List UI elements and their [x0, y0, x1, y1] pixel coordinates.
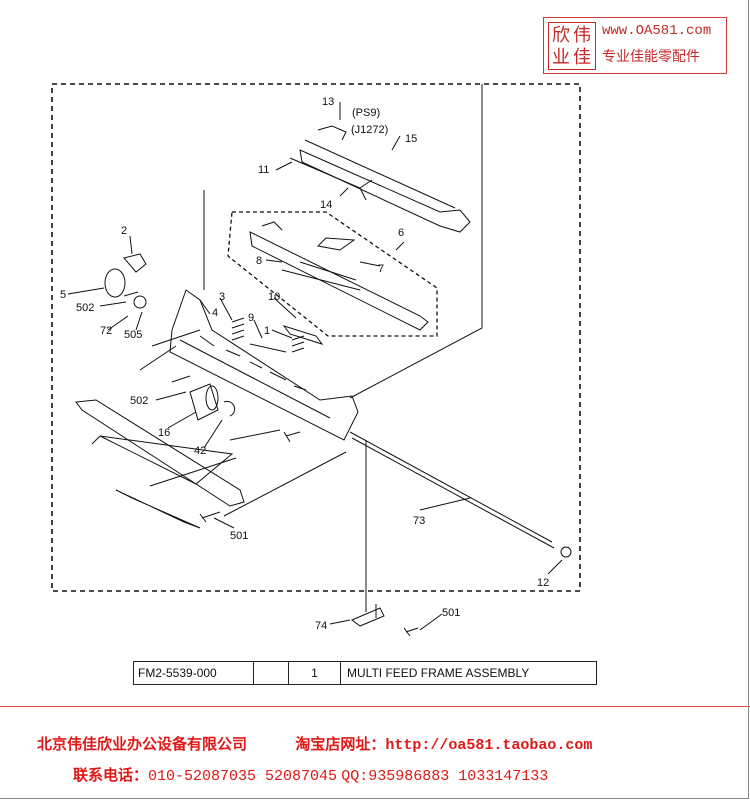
callout-15: 15: [405, 133, 417, 145]
assembly-boundary: [51, 83, 581, 592]
callout-16: 16: [158, 427, 170, 439]
part-42-clip: [223, 400, 236, 417]
part-16-roller: [189, 383, 219, 421]
callout-7: 7: [378, 263, 384, 275]
part-1-spring: [291, 335, 305, 353]
seal-char-4: 佳: [573, 47, 591, 67]
logo-tagline: 专业佳能零配件: [602, 48, 700, 64]
part-505-bushing: [133, 295, 147, 309]
callout-502b: 502: [130, 395, 148, 407]
callout-2: 2: [121, 225, 127, 237]
callout-6: 6: [398, 227, 404, 239]
part-5-gear: [104, 268, 126, 298]
logo-url: www.OA581.com: [602, 23, 712, 39]
callout-j1272: (J1272): [351, 124, 388, 136]
part-502b-shaft: [171, 375, 191, 383]
callout-501a: 501: [230, 530, 248, 542]
part-74-bracket: [351, 604, 385, 627]
callout-3: 3: [219, 291, 225, 303]
logo: 欣 伟 业 佳 www.OA581.com 专业佳能零配件: [543, 17, 727, 74]
part-9-pin: [249, 343, 287, 353]
callout-1: 1: [264, 325, 270, 337]
shop-label: 淘宝店网址：: [295, 736, 386, 753]
part-2-clutch: [123, 253, 147, 273]
seal-char-3: 业: [552, 47, 570, 67]
shop-url[interactable]: http://oa581.taobao.com: [385, 737, 593, 754]
callout-13: 13: [322, 96, 334, 108]
callout-ps9: (PS9): [352, 107, 380, 119]
company-name: 北京伟佳欣业办公设备有限公司: [37, 736, 248, 753]
phone-label: 联系电话：: [73, 767, 149, 784]
leader-top: [349, 84, 483, 399]
seal-char-1: 欣: [552, 25, 570, 45]
part-10-holder: [282, 325, 324, 345]
callout-5: 5: [60, 289, 66, 301]
callout-8: 8: [256, 255, 262, 267]
callout-10: 10: [268, 291, 280, 303]
callout-9: 9: [248, 312, 254, 324]
callout-12: 12: [537, 577, 549, 589]
part-11-lever: [289, 157, 373, 201]
callout-72: 72: [100, 325, 112, 337]
callout-74: 74: [315, 620, 327, 632]
logo-seal: 欣 伟 业 佳: [548, 22, 596, 70]
screw-501b: [403, 627, 419, 637]
callout-502a: 502: [76, 302, 94, 314]
part-502-shaft: [123, 291, 139, 297]
callout-505: 505: [124, 329, 142, 341]
part-73-shaft: [349, 431, 555, 549]
part-15-bracket: [299, 149, 471, 233]
footer-line-1: 北京伟佳欣业办公设备有限公司 淘宝店网址：http://oa581.taobao…: [37, 733, 592, 754]
part-3-spring: [231, 317, 245, 341]
main-frame: [169, 289, 359, 441]
footer-divider: [0, 706, 750, 707]
callout-11: 11: [258, 164, 269, 176]
blank-cell: [254, 662, 289, 684]
description-cell: MULTI FEED FRAME ASSEMBLY: [347, 666, 530, 680]
qq-numbers: 935986883 1033147133: [368, 768, 549, 785]
part-number-cell: FM2-5539-000: [134, 662, 254, 684]
callout-73: 73: [413, 515, 425, 527]
exploded-parts-diagram: 13 (PS9) (J1272) 15 11 14 6 7 8 2 5 502 …: [51, 83, 581, 637]
lower-rail: [75, 399, 245, 507]
callout-42: 42: [194, 445, 206, 457]
quantity-cell: 1: [289, 662, 341, 684]
subassembly-boundary: [227, 211, 438, 337]
callout-501b: 501: [442, 607, 460, 619]
qq-label: QQ:: [341, 768, 369, 785]
callout-4: 4: [212, 307, 218, 319]
footer-line-2: 联系电话：010-52087035 52087045 QQ:935986883 …: [73, 764, 548, 785]
separation-pad: [115, 489, 201, 529]
part-6-plate: [249, 231, 429, 331]
seal-char-2: 伟: [573, 25, 591, 45]
screw-501a: [199, 511, 221, 523]
phone-numbers: 010-52087035 52087045: [148, 768, 338, 785]
part-12-gear: [560, 546, 572, 558]
callout-14: 14: [320, 199, 332, 211]
parts-table: FM2-5539-000 1 MULTI FEED FRAME ASSEMBLY: [133, 661, 597, 685]
